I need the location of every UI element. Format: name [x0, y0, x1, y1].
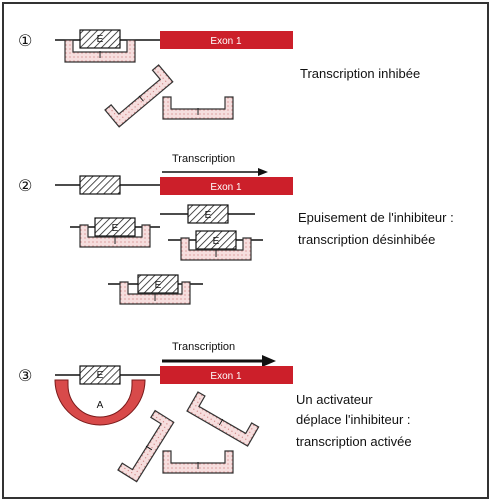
activator-label: A: [97, 400, 104, 411]
step-1-number: ①: [18, 31, 32, 50]
activator: [54, 379, 146, 426]
step-2-caption-line-1: Epuisement de l'inhibiteur :: [298, 210, 454, 225]
step-3-number: ③: [18, 366, 32, 385]
svg-text:E: E: [112, 223, 119, 234]
step-3: ③ Transcription A E Exon 1 I I I Un acti…: [18, 341, 412, 483]
svg-text:E: E: [205, 210, 212, 221]
step-3-caption-line-3: transcription activée: [296, 434, 412, 449]
exon-label: Exon 1: [210, 371, 242, 382]
step-2-number: ②: [18, 176, 32, 195]
inhibitor-free-tilted: I: [117, 410, 175, 483]
svg-text:I: I: [99, 50, 102, 61]
inhibitor-free-flat: I: [162, 96, 234, 120]
inhibitor-free-tilted: I: [104, 64, 174, 128]
svg-text:I: I: [197, 461, 200, 472]
svg-text:E: E: [213, 236, 220, 247]
enhancer-box: [79, 365, 121, 385]
step-1: ① E Exon 1 I I I Transcription inhibée: [18, 29, 420, 128]
enhancer-label: E: [97, 34, 104, 45]
transcription-label: Transcription: [172, 153, 235, 165]
step-3-caption-line-1: Un activateur: [296, 392, 373, 407]
step-2-caption-line-2: transcription désinhibée: [298, 232, 435, 247]
enhancer-box: [79, 29, 121, 49]
exon-box: [160, 366, 293, 384]
exon-box: [160, 177, 293, 195]
svg-text:I: I: [154, 293, 157, 304]
enhancer-label: E: [97, 370, 104, 381]
step-1-caption: Transcription inhibée: [300, 66, 420, 81]
svg-text:I: I: [114, 236, 117, 247]
enhancer-inhibitor-complex: E I: [70, 217, 160, 248]
exon-box: [160, 31, 293, 49]
svg-text:I: I: [215, 249, 218, 260]
svg-text:I: I: [217, 417, 225, 428]
exon-label: Exon 1: [210, 36, 242, 47]
svg-text:I: I: [144, 444, 155, 452]
enhancer-box: [79, 175, 121, 195]
transcription-label: Transcription: [172, 341, 235, 353]
step-2: ② Transcription Exon 1 E I E E I: [18, 153, 454, 305]
inhibitor-free-flat: I: [162, 450, 234, 474]
inhibitor-free-tilted-right: I: [186, 391, 260, 447]
svg-text:E: E: [155, 280, 162, 291]
enhancer-fragment: E: [160, 204, 255, 224]
svg-text:I: I: [197, 107, 200, 118]
enhancer-inhibitor-complex: E I: [108, 274, 203, 305]
enhancer-inhibitor-complex: E I: [168, 230, 263, 261]
svg-text:I: I: [137, 94, 146, 104]
inhibitor-bound: I: [64, 39, 136, 63]
step-3-caption-line-2: déplace l'inhibiteur :: [296, 412, 411, 427]
exon-label: Exon 1: [210, 182, 242, 193]
